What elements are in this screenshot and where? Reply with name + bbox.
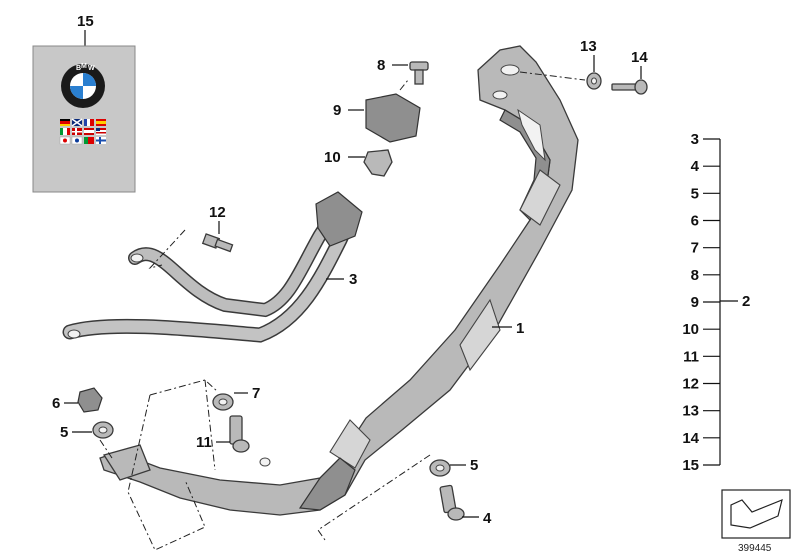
bolt-11-part[interactable] xyxy=(229,415,250,453)
nut-6-part[interactable] xyxy=(77,387,103,413)
bracket-item-label: 11 xyxy=(683,348,699,365)
callouts: 1 3 8 9 10 12 13 14 6 5 7 11 5 4 xyxy=(52,38,648,527)
callout-11: 11 xyxy=(196,434,212,451)
bracket-item-label: 12 xyxy=(682,376,699,393)
bracket-item-label: 14 xyxy=(682,430,699,447)
washer-7-part[interactable] xyxy=(212,393,234,411)
washer-5-right-part[interactable] xyxy=(429,459,451,477)
svg-text:M: M xyxy=(81,63,87,70)
callout-15: 15 xyxy=(77,13,94,30)
bracket-item-label: 4 xyxy=(691,158,700,175)
callout-10: 10 xyxy=(324,149,341,166)
bracket-item-label: 7 xyxy=(691,240,699,257)
bmw-logo-icon: B M W xyxy=(61,63,105,108)
callout-14: 14 xyxy=(631,49,648,66)
reference-number: 399445 xyxy=(738,543,772,554)
bolt-14-part[interactable] xyxy=(611,79,648,95)
washer-13-part[interactable] xyxy=(586,72,602,90)
callout-1: 1 xyxy=(516,320,524,337)
main-bracket-part[interactable] xyxy=(99,45,579,516)
callout-8: 8 xyxy=(377,57,385,74)
callout-6: 6 xyxy=(52,395,60,412)
bracket-item-label: 9 xyxy=(691,294,699,311)
callout-5-left: 5 xyxy=(60,424,68,441)
callout-12: 12 xyxy=(209,204,226,221)
callout-13: 13 xyxy=(580,38,597,55)
bracket-items: 3 4 5 6 7 8 9 10 11 12 13 14 15 xyxy=(682,131,720,474)
tube-footrest-part[interactable] xyxy=(62,191,363,343)
screw-8-part[interactable] xyxy=(409,61,429,85)
bracket-item-label: 5 xyxy=(691,185,699,202)
bracket-item-label: 3 xyxy=(691,131,699,148)
svg-text:W: W xyxy=(88,65,95,72)
bracket-group-label: 2 xyxy=(742,293,750,310)
bolt-4-part[interactable] xyxy=(439,484,465,521)
direction-arrow-icon xyxy=(730,499,783,529)
bracket-item-label: 15 xyxy=(682,457,699,474)
assembly-lines xyxy=(99,71,586,551)
bracket-item-label: 6 xyxy=(691,213,699,230)
washer-5-left-part[interactable] xyxy=(92,421,114,439)
callout-5-right: 5 xyxy=(470,457,478,474)
callout-9: 9 xyxy=(333,102,341,119)
language-flags-icon xyxy=(59,118,106,145)
bracket-item-label: 13 xyxy=(682,403,699,420)
callout-7: 7 xyxy=(252,385,260,402)
svg-text:B: B xyxy=(76,65,81,72)
kit-box-group[interactable]: 15 B M W xyxy=(32,13,136,193)
bolt-12-part[interactable] xyxy=(201,233,234,253)
bracket-list: 2 3 4 5 6 7 8 9 10 11 12 13 14 15 xyxy=(682,131,750,474)
reference-box: 399445 xyxy=(721,489,791,554)
callout-4: 4 xyxy=(483,510,492,527)
callout-3: 3 xyxy=(349,271,357,288)
bracket-item-label: 10 xyxy=(682,321,699,338)
clip-10-part[interactable] xyxy=(363,149,393,177)
bracket-item-label: 8 xyxy=(691,267,699,284)
rubber-block-9-part[interactable] xyxy=(365,93,421,143)
